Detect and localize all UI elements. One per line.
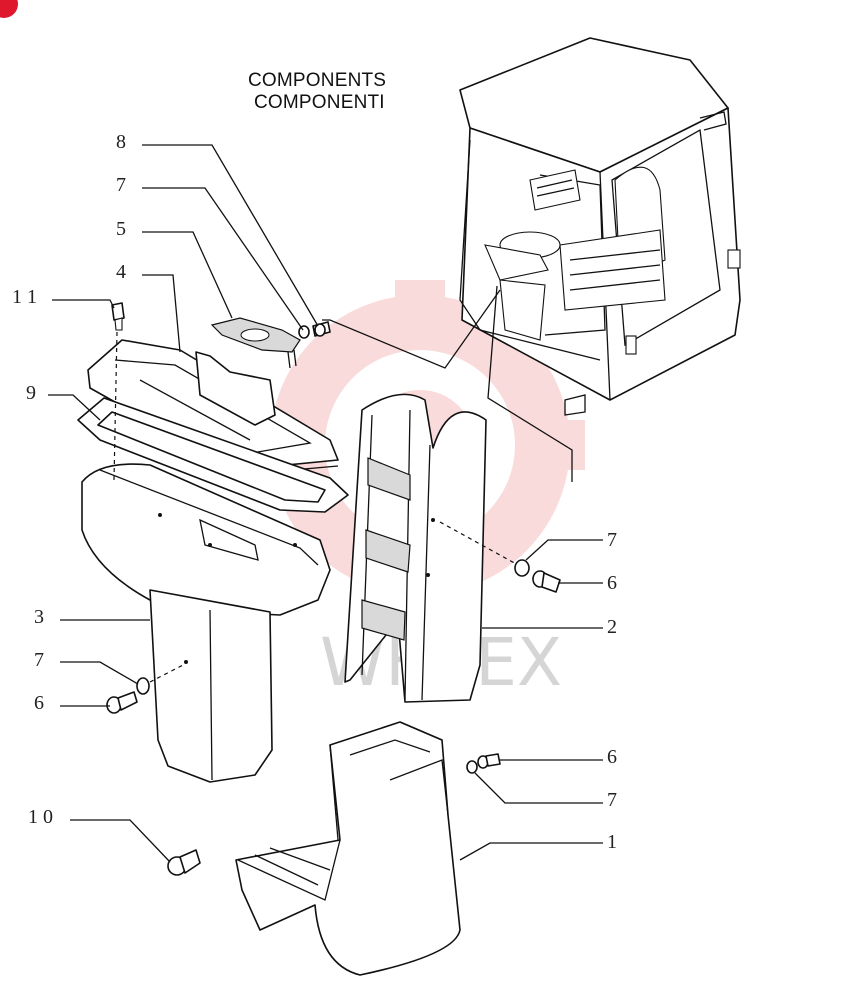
callout-5: 5 bbox=[116, 218, 126, 240]
part-9-gasket bbox=[77, 397, 349, 513]
cab-leader-line bbox=[322, 289, 501, 369]
cab-illustration bbox=[459, 37, 741, 416]
callout-2: 2 bbox=[607, 616, 617, 638]
callout-7-left: 7 bbox=[34, 649, 44, 671]
cab-leader-line-2 bbox=[487, 285, 573, 482]
title-componenti: COMPONENTI bbox=[254, 92, 385, 113]
bolt-6-left bbox=[106, 691, 138, 714]
washer-7-right bbox=[514, 559, 530, 577]
washer-7-lower bbox=[466, 760, 478, 774]
callout-7-right: 7 bbox=[607, 529, 617, 551]
callout-7-lower: 7 bbox=[607, 789, 617, 811]
part-2-panel bbox=[344, 393, 519, 703]
callout-11: 1 1 bbox=[12, 286, 37, 308]
callout-8: 8 bbox=[116, 131, 126, 153]
washer-7-left bbox=[136, 663, 186, 695]
callout-10: 1 0 bbox=[28, 806, 53, 828]
callout-9: 9 bbox=[26, 382, 36, 404]
bolt-6-lower bbox=[477, 753, 501, 769]
callout-6-lower: 6 bbox=[607, 746, 617, 768]
bolt-10 bbox=[167, 849, 201, 876]
callout-leaders bbox=[48, 144, 603, 863]
callout-1: 1 bbox=[607, 831, 617, 853]
callout-4: 4 bbox=[116, 261, 126, 283]
dash-11 bbox=[113, 331, 118, 481]
bolt-6-right bbox=[532, 570, 561, 593]
part-1-base bbox=[235, 721, 461, 976]
callout-7-top: 7 bbox=[116, 174, 126, 196]
part-3-console bbox=[81, 463, 331, 783]
callout-6-right: 6 bbox=[607, 572, 617, 594]
bolt-11 bbox=[111, 302, 125, 331]
part-5-plate bbox=[210, 317, 301, 369]
callout-3: 3 bbox=[34, 606, 44, 628]
corner-mark bbox=[0, 0, 18, 18]
title-components: COMPONENTS bbox=[248, 70, 387, 91]
callout-6-left: 6 bbox=[34, 692, 44, 714]
